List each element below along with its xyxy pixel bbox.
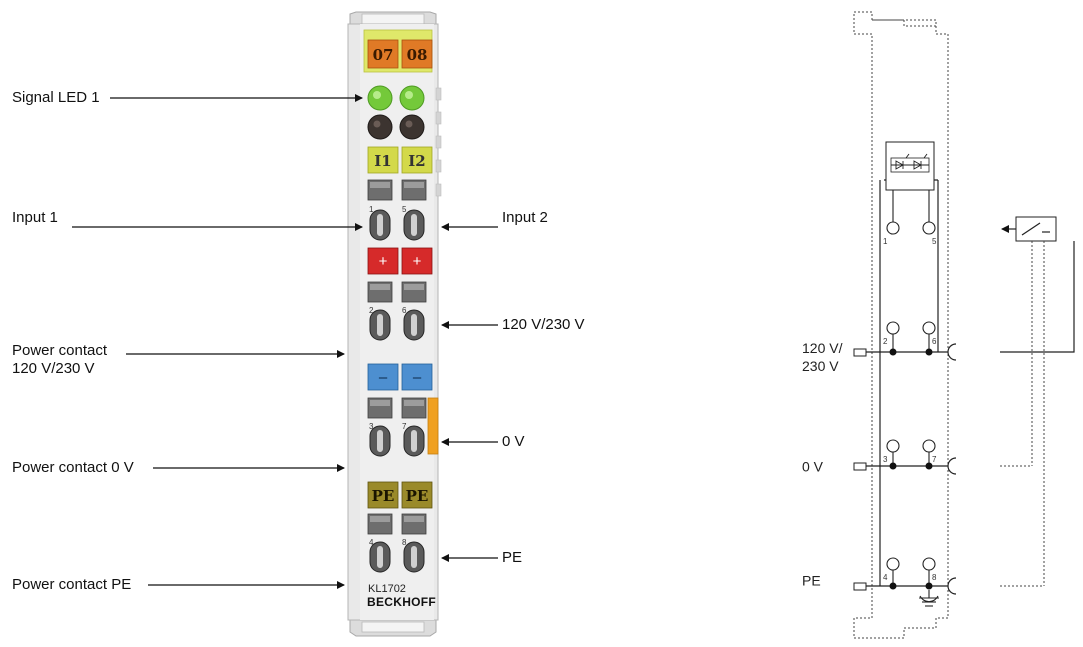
terminal-number: 8 (402, 538, 407, 547)
label-power-contact-voltage-line2: 120 V/230 V (12, 360, 95, 377)
input-badge-i2: I2 (401, 146, 433, 174)
schematic-pe-row (853, 557, 957, 595)
label-input-1: Input 1 (12, 209, 58, 226)
label-power-contact-voltage: Power contact (12, 342, 108, 359)
led-green-1 (367, 85, 393, 111)
plus-block-2: + (401, 247, 433, 275)
schematic-label-supply-line2: 230 V (802, 358, 839, 374)
pe-badge-2: PE (401, 481, 433, 509)
spring-contacts (369, 209, 425, 573)
input-badge-i1: I1 (367, 146, 399, 174)
terminal-number: 4 (369, 538, 374, 547)
schematic-terminal-number: 2 (883, 337, 888, 346)
label-zero-v: 0 V (502, 433, 525, 450)
minus-block-2: – (401, 363, 433, 391)
ground-icon (919, 590, 939, 607)
terminal-number: 7 (402, 422, 407, 431)
minus-block-1: – (367, 363, 399, 391)
pe-label: PE (406, 487, 429, 505)
channel-badge-07: 07 (367, 39, 399, 69)
schematic-label-supply: 120 V/ (802, 340, 843, 356)
schematic-terminal-number: 8 (932, 573, 937, 582)
minus-sign: – (379, 369, 388, 386)
terminal-number: 5 (402, 205, 407, 214)
optocoupler-box (885, 141, 935, 191)
optocoupler-diodes-icon (891, 153, 929, 170)
schematic-terminal-number: 6 (932, 337, 937, 346)
plus-block-1: + (367, 247, 399, 275)
led-green-2 (399, 85, 425, 111)
external-switch (1001, 216, 1057, 242)
plus-sign: + (413, 253, 422, 270)
channel-badge-08: 08 (401, 39, 433, 69)
schematic-supply-row (853, 321, 957, 361)
brand-logo-text: BECKHOFF (367, 595, 436, 609)
plus-sign: + (379, 253, 388, 270)
power-side-bar (427, 397, 439, 455)
schematic-housing-outline (853, 11, 949, 639)
input-badge-label: I1 (374, 152, 391, 170)
schematic-zero-v-row (853, 439, 957, 475)
schematic-terminal-number: 3 (883, 455, 888, 464)
led-off-1 (367, 114, 393, 140)
label-voltage: 120 V/230 V (502, 316, 585, 333)
terminal-module: 07 08 I1 I2 (347, 11, 442, 637)
pe-label: PE (372, 487, 395, 505)
label-power-contact-0v: Power contact 0 V (12, 459, 134, 476)
schematic-label-pe: PE (802, 573, 821, 589)
model-label: KL1702 (368, 583, 406, 595)
schematic-terminal-number: 7 (932, 455, 937, 464)
terminal-number: 6 (402, 306, 407, 315)
schematic-terminal-number: 4 (883, 573, 888, 582)
label-signal-led: Signal LED 1 (12, 89, 100, 106)
schematic-terminal-number: 1 (883, 237, 888, 246)
channel-label: 08 (407, 46, 428, 64)
schematic-label-zero-v: 0 V (802, 459, 824, 475)
schematic: 1 5 2 6 (802, 11, 1075, 639)
label-input-2: Input 2 (502, 209, 548, 226)
schematic-terminal-1-5 (886, 221, 936, 235)
schematic-terminal-number: 5 (932, 237, 937, 246)
channel-label: 07 (373, 46, 394, 64)
terminal-number: 1 (369, 205, 374, 214)
label-pe: PE (502, 549, 522, 566)
callouts (72, 94, 498, 589)
terminal-number: 2 (369, 306, 374, 315)
input-badge-label: I2 (408, 152, 425, 170)
led-off-2 (399, 114, 425, 140)
minus-sign: – (413, 369, 422, 386)
terminal-number: 3 (369, 422, 374, 431)
pe-badge-1: PE (367, 481, 399, 509)
label-power-contact-pe: Power contact PE (12, 576, 131, 593)
